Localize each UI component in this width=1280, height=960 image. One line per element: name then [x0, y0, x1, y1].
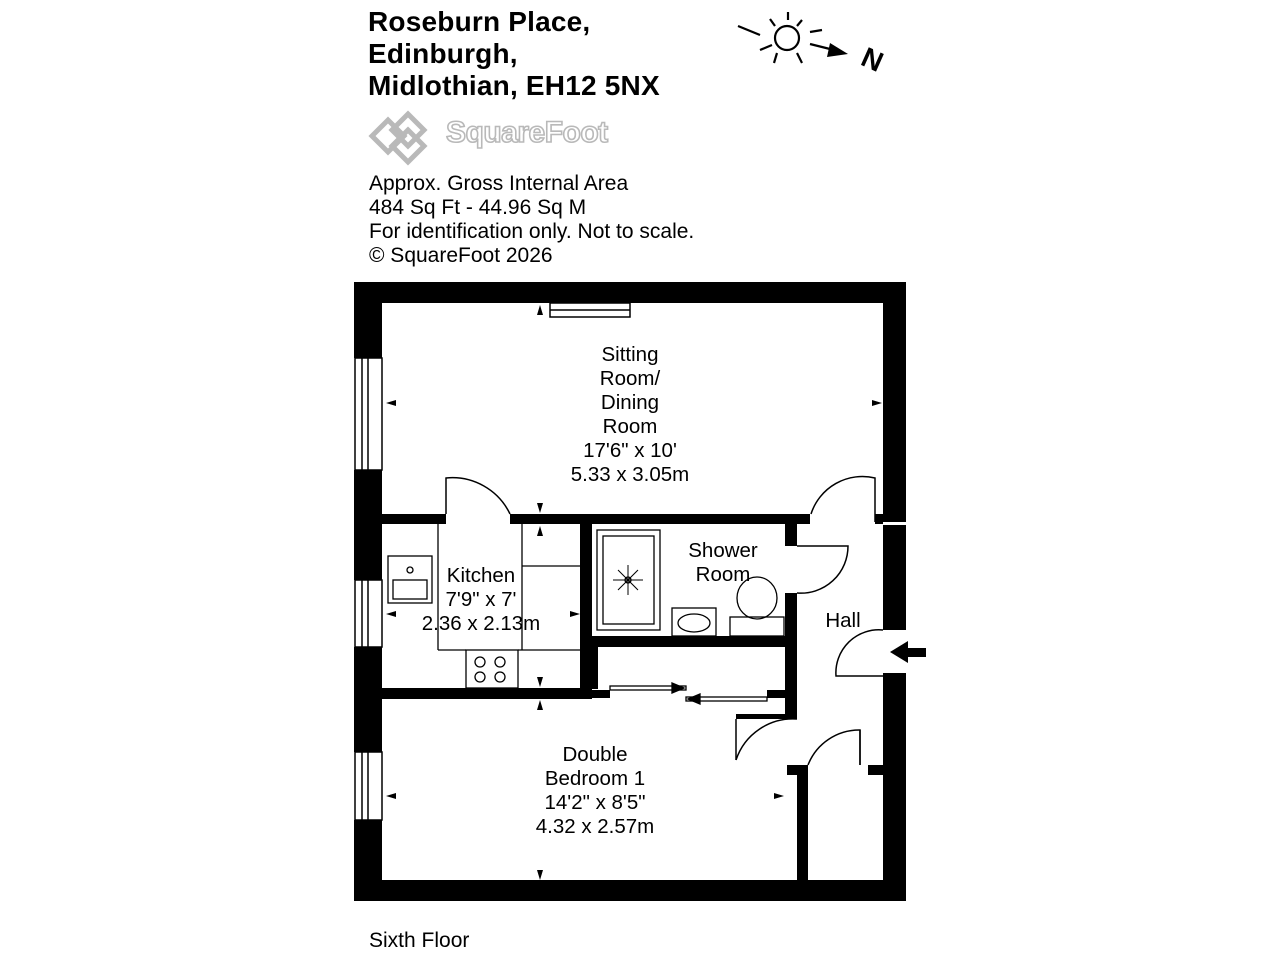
wall-store-top-2: [868, 765, 883, 775]
kitchen-name: Kitchen: [446, 564, 516, 587]
sitting-room-name-3: Dining: [600, 391, 660, 414]
wall-cupboard-left: [592, 647, 598, 689]
sitting-room-name-4: Room: [602, 415, 658, 438]
entrance-door: [835, 629, 884, 677]
wall-store-left: [797, 765, 808, 880]
kitchen-imperial: 7'9" x 7': [445, 588, 517, 611]
dimension-arrows: [386, 305, 882, 880]
logo-text: SquareFoot: [445, 115, 609, 150]
sitting-room-imperial: 17'6" x 10': [583, 439, 677, 462]
sitting-room-metric: 5.33 x 3.05m: [570, 463, 690, 486]
wall-shower-hall-2: [785, 593, 797, 717]
shower-fixtures: [596, 529, 785, 637]
bedroom-name-2: Bedroom 1: [544, 767, 646, 790]
shower-room-name-2: Room: [695, 563, 751, 586]
outer-walls: [354, 282, 906, 901]
wall-right-3: [883, 673, 906, 901]
area-value: 484 Sq Ft - 44.96 Sq M: [369, 196, 587, 219]
wall-cupboard-stub-2: [767, 690, 785, 698]
doors: [445, 475, 884, 766]
interior-walls: [382, 514, 883, 880]
sitting-room-name-2: Room/: [599, 367, 661, 390]
wall-top: [354, 282, 906, 303]
wall-cupboard-stub: [592, 690, 610, 698]
wall-sitting-kitchen-1: [382, 514, 446, 524]
logo-mark-icon: [368, 110, 428, 166]
toilet-bowl: [736, 576, 778, 620]
hall-name: Hall: [825, 609, 861, 632]
wall-sitting-kitchen-2: [510, 514, 810, 524]
bedroom-imperial: 14'2" x 8'5": [544, 791, 646, 814]
shower-tray: [596, 529, 661, 631]
entrance-arrow-icon: [890, 641, 926, 663]
store-door: [807, 729, 861, 766]
compass: N: [730, 8, 900, 78]
sitting-room-label: Sitting Room/ Dining Room 17'6" x 10' 5.…: [571, 343, 690, 487]
area-info: Approx. Gross Internal Area 484 Sq Ft - …: [369, 172, 694, 268]
compass-sun-icon: [737, 12, 848, 64]
kitchen-metric: 2.36 x 2.13m: [421, 612, 541, 635]
wall-hall-stub: [875, 514, 883, 524]
wall-kitchen-bedroom: [382, 688, 592, 699]
bedroom-label: Double Bedroom 1 14'2" x 8'5" 4.32 x 2.5…: [536, 743, 655, 839]
address-line-3: Midlothian, EH12 5NX: [368, 70, 660, 101]
area-title: Approx. Gross Internal Area: [369, 172, 629, 195]
kitchen-door: [445, 476, 511, 515]
property-address: Roseburn Place, Edinburgh, Midlothian, E…: [368, 6, 660, 102]
hob: [465, 649, 519, 689]
wall-shower-hall-1: [785, 524, 797, 546]
bedroom-metric: 4.32 x 2.57m: [535, 815, 655, 838]
sitting-door: [810, 475, 876, 522]
wall-kitchen-shower: [580, 524, 592, 690]
wall-bottom: [354, 880, 906, 901]
disclaimer: For identification only. Not to scale.: [369, 220, 695, 243]
wall-shower-bottom: [592, 636, 785, 647]
shower-room-name-1: Shower: [688, 539, 758, 562]
hall-label: Hall: [825, 609, 860, 633]
address-line-2: Edinburgh,: [368, 38, 518, 69]
sink: [387, 555, 433, 604]
shower-door: [796, 545, 849, 594]
floor-label: Sixth Floor: [369, 929, 470, 952]
wall-left-1: [354, 282, 382, 358]
wall-bedroom-top: [736, 714, 797, 719]
bedroom-door: [735, 718, 798, 761]
kitchen-fixtures: [387, 524, 580, 689]
squarefoot-logo: SquareFoot: [366, 106, 656, 166]
kitchen-label: Kitchen 7'9" x 7' 2.36 x 2.13m: [422, 564, 541, 636]
wall-left-3: [354, 647, 382, 752]
shower-room-label: Shower Room: [688, 539, 758, 587]
wall-left-2: [354, 470, 382, 580]
basin: [671, 607, 717, 637]
wall-right-2: [883, 525, 906, 630]
windows: [354, 302, 631, 821]
bedroom-name-1: Double: [562, 743, 628, 766]
sitting-room-name-1: Sitting: [601, 343, 659, 366]
wall-right-1: [883, 282, 906, 522]
sliding-doors: [609, 682, 768, 705]
toilet-cistern: [729, 616, 785, 637]
wall-left-4: [354, 820, 382, 901]
address-line-1: Roseburn Place,: [368, 6, 591, 37]
copyright: © SquareFoot 2026: [369, 244, 553, 267]
